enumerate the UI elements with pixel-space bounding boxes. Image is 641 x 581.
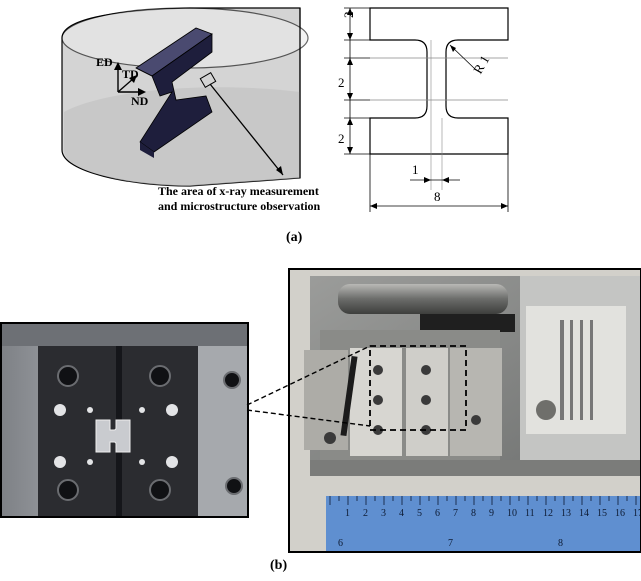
ruler-number-top: 4 bbox=[399, 508, 404, 519]
ruler-number-top: 1 bbox=[345, 508, 350, 519]
i-specimen-block bbox=[135, 27, 213, 158]
nd-axis-label: ND bbox=[131, 94, 149, 108]
dim-bottom-flange: 2 bbox=[338, 131, 345, 146]
ruler-number-top: 16 bbox=[615, 508, 625, 519]
dim-web-width: 1 bbox=[412, 162, 419, 177]
ruler-number-top: 2 bbox=[363, 508, 368, 519]
dim-overall-width: 8 bbox=[434, 189, 441, 204]
photo-closeup-image bbox=[2, 324, 247, 516]
ruler-number-top: 5 bbox=[417, 508, 422, 519]
photo-closeup bbox=[0, 322, 249, 518]
annotation-line1: The area of x-ray measurement bbox=[158, 184, 319, 198]
ruler-number-top: 13 bbox=[561, 508, 571, 519]
photo-setup: 1234567891011121314151617678 bbox=[288, 268, 641, 553]
caption-b: (b) bbox=[270, 558, 288, 573]
ruler-number-top: 12 bbox=[543, 508, 553, 519]
ed-axis-label: ED bbox=[96, 55, 113, 69]
ruler-number-top: 17 bbox=[633, 508, 640, 519]
horizontal-dimensions bbox=[369, 154, 509, 212]
ruler-number-top: 10 bbox=[507, 508, 517, 519]
ruler-number-top: 3 bbox=[381, 508, 386, 519]
photo-setup-image: 1234567891011121314151617678 bbox=[290, 270, 640, 551]
ruler-number-top: 14 bbox=[579, 508, 589, 519]
ruler-number-top: 15 bbox=[597, 508, 607, 519]
ruler-number-bottom: 8 bbox=[558, 538, 563, 549]
ruler-number-bottom: 6 bbox=[338, 538, 343, 549]
ruler-number-top: 6 bbox=[435, 508, 440, 519]
ruler-number-top: 9 bbox=[489, 508, 494, 519]
ruler-number-top: 8 bbox=[471, 508, 476, 519]
ruler bbox=[326, 496, 640, 551]
ruler-number-bottom: 7 bbox=[448, 538, 453, 549]
coordinate-axes bbox=[114, 62, 146, 96]
caption-a: (a) bbox=[286, 230, 303, 245]
td-axis-label: TD bbox=[122, 67, 139, 81]
half-cylinder bbox=[61, 7, 309, 187]
annotation-leader bbox=[209, 83, 284, 176]
vertical-dimension-chain bbox=[344, 7, 370, 155]
annotation-line2: and microstructure observation bbox=[158, 199, 321, 213]
specimen-in-photo bbox=[95, 419, 131, 453]
ruler-number-top: 11 bbox=[525, 508, 535, 519]
dim-middle: 2 bbox=[338, 75, 345, 90]
ruler-number-top: 7 bbox=[453, 508, 458, 519]
